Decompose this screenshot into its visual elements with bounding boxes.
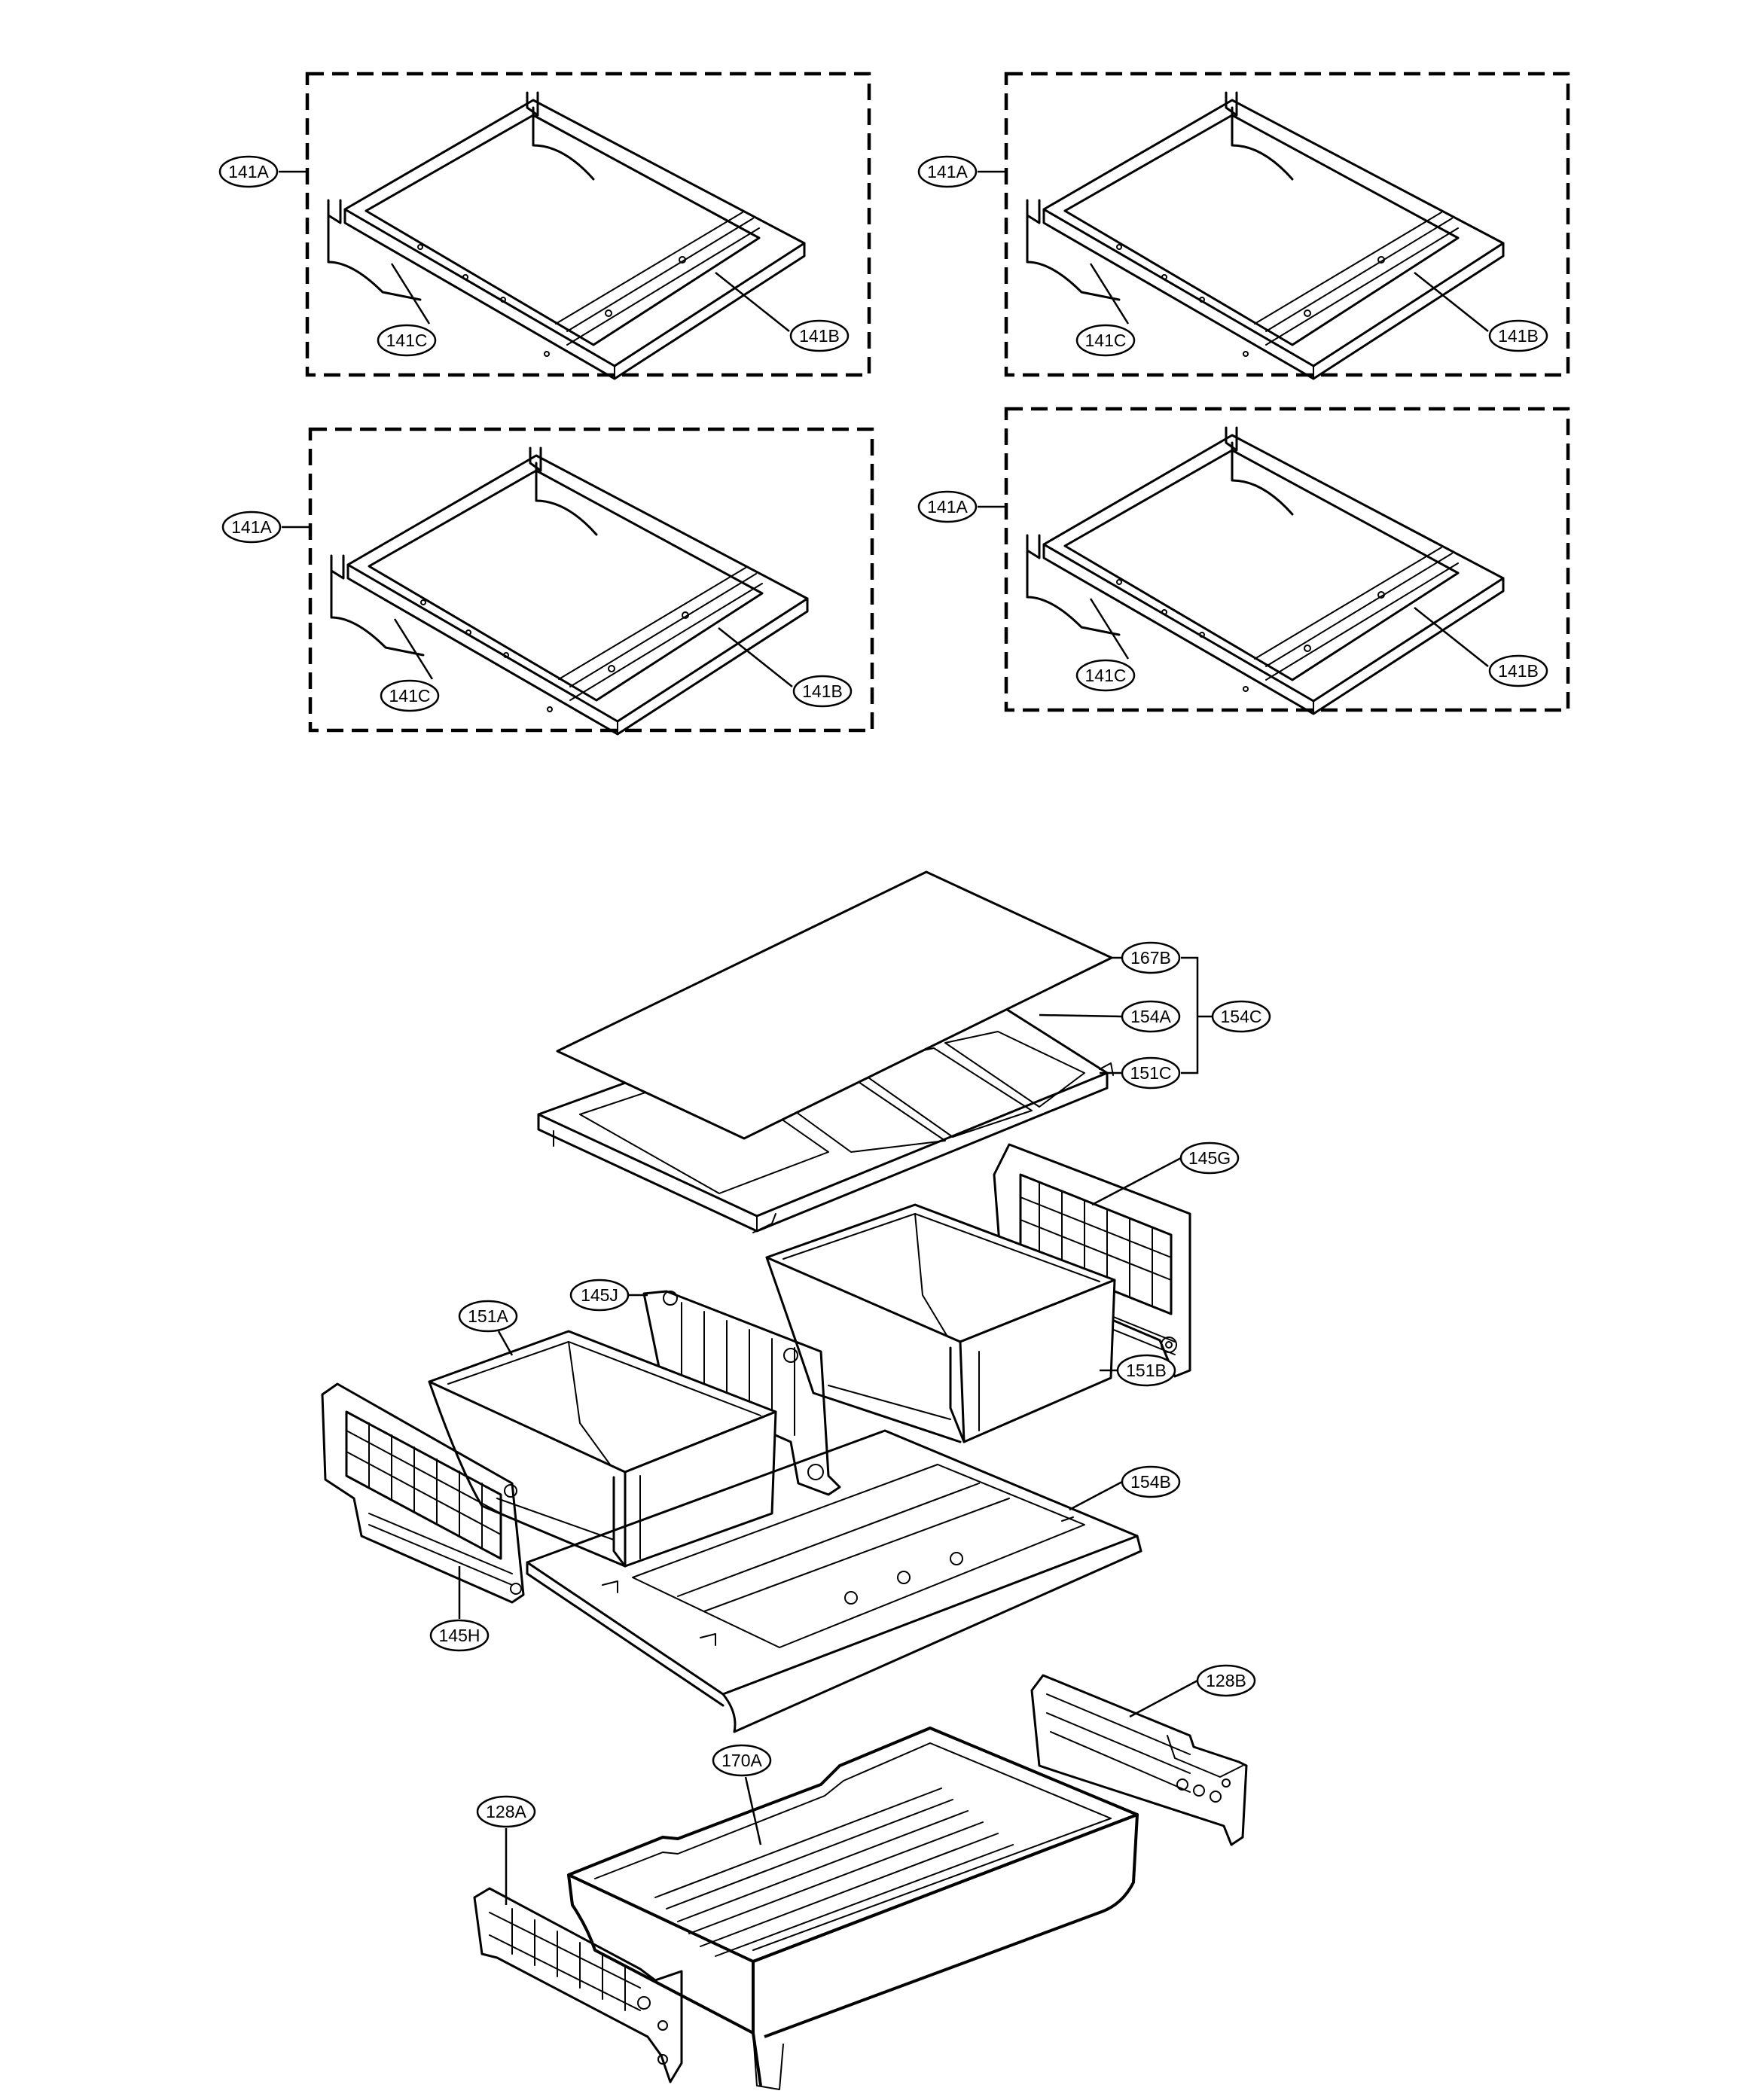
svg-text:170A: 170A	[721, 1751, 762, 1770]
svg-text:141A: 141A	[228, 162, 269, 181]
svg-text:154B: 154B	[1130, 1472, 1171, 1492]
svg-text:167B: 167B	[1130, 948, 1171, 968]
callout-141B-panel3: 141B	[792, 675, 853, 708]
callout-167B: 167B	[1121, 941, 1181, 974]
callout-154B: 154B	[1121, 1465, 1181, 1498]
callout-141A-panel3: 141A	[221, 511, 282, 544]
callout-145G: 145G	[1179, 1141, 1240, 1175]
svg-text:141A: 141A	[927, 497, 968, 517]
callout-145J: 145J	[569, 1279, 630, 1312]
svg-text:141B: 141B	[799, 326, 840, 346]
drawer-rail-128A	[473, 1887, 683, 2083]
callout-141C-panel1: 141C	[377, 324, 437, 357]
shelf-panel-2	[1004, 72, 1570, 380]
callout-128A: 128A	[476, 1795, 536, 1828]
shelf-panel-4	[1004, 407, 1570, 715]
svg-text:151B: 151B	[1126, 1361, 1167, 1380]
svg-text:128B: 128B	[1206, 1671, 1246, 1690]
svg-text:145J: 145J	[581, 1285, 618, 1305]
callout-141C-panel2: 141C	[1075, 324, 1136, 357]
callout-154A: 154A	[1121, 1000, 1181, 1033]
callout-151A: 151A	[458, 1300, 518, 1333]
svg-text:154A: 154A	[1130, 1007, 1171, 1026]
side-rail-145H	[321, 1382, 525, 1604]
callout-154C: 154C	[1211, 1000, 1271, 1033]
svg-text:141A: 141A	[231, 517, 272, 537]
cover-glass	[556, 870, 1113, 1140]
callout-141A-panel2: 141A	[917, 155, 978, 188]
svg-text:128A: 128A	[486, 1802, 526, 1821]
shelf-panel-3	[308, 427, 874, 736]
callout-170A: 170A	[712, 1744, 772, 1777]
svg-text:141C: 141C	[389, 686, 431, 706]
callout-151C: 151C	[1121, 1056, 1181, 1090]
svg-text:141B: 141B	[1498, 326, 1539, 346]
callout-145H: 145H	[429, 1619, 490, 1652]
svg-text:141C: 141C	[1085, 331, 1127, 350]
callout-141C-panel4: 141C	[1075, 659, 1136, 692]
svg-text:145H: 145H	[439, 1626, 480, 1645]
svg-text:151C: 151C	[1130, 1063, 1172, 1083]
shelf-panel-1	[305, 72, 871, 380]
crisper-base-shelf	[526, 1429, 1142, 1733]
svg-text:141B: 141B	[1498, 661, 1539, 681]
svg-text:141A: 141A	[927, 162, 968, 181]
svg-text:154C: 154C	[1221, 1007, 1262, 1026]
callout-141B-panel4: 141B	[1488, 654, 1548, 687]
callout-141B-panel2: 141B	[1488, 319, 1548, 352]
svg-text:141B: 141B	[802, 681, 843, 701]
callout-141A-panel4: 141A	[917, 490, 978, 523]
svg-text:151A: 151A	[468, 1306, 508, 1326]
callout-141B-panel1: 141B	[789, 319, 850, 352]
drawer-rail-128B	[1030, 1674, 1248, 1846]
svg-text:145G: 145G	[1188, 1148, 1231, 1168]
freezer-drawer-170A	[567, 1727, 1139, 2090]
svg-text:141C: 141C	[1085, 666, 1127, 685]
callout-128B: 128B	[1196, 1664, 1256, 1697]
callout-141C-panel3: 141C	[380, 679, 440, 712]
crisper-drawer-151B	[765, 1203, 1116, 1443]
callout-151B: 151B	[1116, 1354, 1176, 1387]
svg-text:141C: 141C	[386, 331, 428, 350]
crisper-drawer-151A	[428, 1330, 777, 1568]
callout-141A-panel1: 141A	[218, 155, 279, 188]
